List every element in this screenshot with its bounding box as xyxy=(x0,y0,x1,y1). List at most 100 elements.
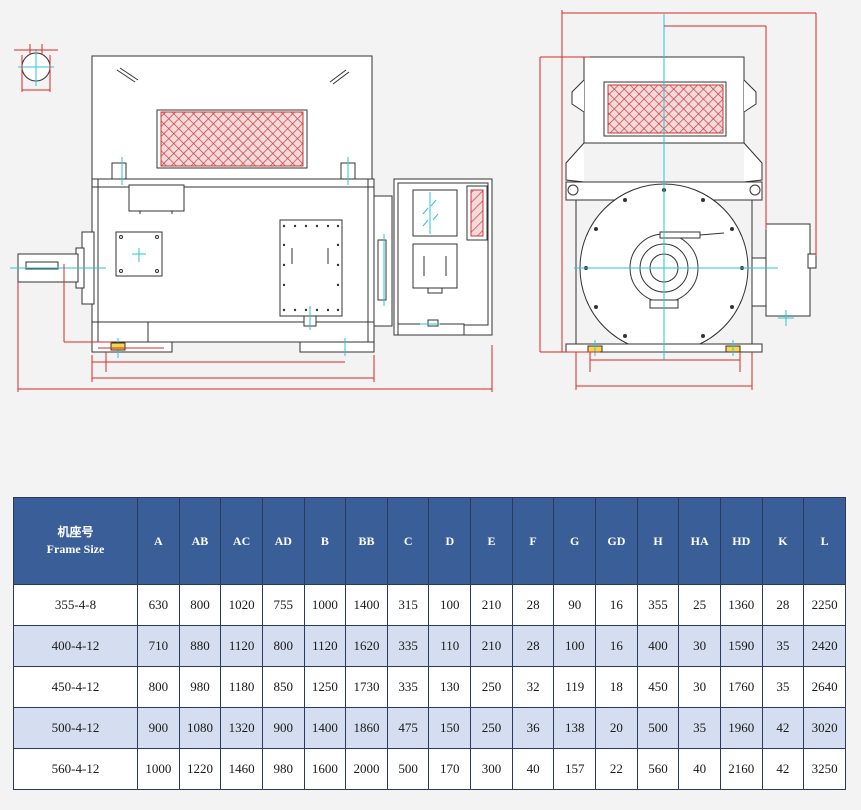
frame-size-header: 机座号 Frame Size xyxy=(13,497,138,585)
dimension-cell: 157 xyxy=(553,748,597,790)
frame-size-cell: 560-4-12 xyxy=(13,748,138,790)
dimension-cell: 1120 xyxy=(220,625,263,667)
dimension-cell: 18 xyxy=(595,666,638,708)
column-header-bb: BB xyxy=(345,497,388,585)
column-header-d: D xyxy=(428,497,472,585)
dimension-cell: 30 xyxy=(678,625,721,667)
dimension-cell: 475 xyxy=(386,707,430,749)
dimension-cell: 32 xyxy=(511,666,555,708)
dimension-cell: 1180 xyxy=(220,666,263,708)
motor-side-view xyxy=(10,55,493,392)
dimension-cell: 138 xyxy=(553,707,597,749)
dimension-cell: 1250 xyxy=(303,666,347,708)
dimension-cell: 1400 xyxy=(303,707,347,749)
column-header-hd: HD xyxy=(719,497,763,585)
dimension-cell: 22 xyxy=(595,748,638,790)
dimension-cell: 1320 xyxy=(220,707,263,749)
dimension-cell: 400 xyxy=(636,625,680,667)
dimension-cell: 980 xyxy=(178,666,222,708)
dimension-cell: 800 xyxy=(178,584,222,626)
dimension-cell: 20 xyxy=(595,707,638,749)
frame-size-header-en: Frame Size xyxy=(46,542,105,556)
dimension-cell: 1020 xyxy=(220,584,263,626)
frame-size-cell: 400-4-12 xyxy=(13,625,138,667)
frame-size-cell: 500-4-12 xyxy=(13,707,138,749)
dimension-cell: 1220 xyxy=(178,748,222,790)
dimension-cell: 500 xyxy=(636,707,680,749)
dimension-cell: 119 xyxy=(553,666,597,708)
dimension-cell: 630 xyxy=(137,584,180,626)
dimension-cell: 1860 xyxy=(345,707,388,749)
dimension-cell: 250 xyxy=(470,666,513,708)
dimension-cell: 560 xyxy=(636,748,680,790)
dimension-cell: 1360 xyxy=(719,584,763,626)
column-header-l: L xyxy=(803,497,846,585)
column-header-ha: HA xyxy=(678,497,721,585)
dimension-cell: 42 xyxy=(761,748,805,790)
column-header-ab: AB xyxy=(178,497,222,585)
dimension-cell: 2420 xyxy=(803,625,846,667)
dimension-cell: 850 xyxy=(261,666,305,708)
dimension-cell: 2250 xyxy=(803,584,846,626)
dimension-cell: 130 xyxy=(428,666,472,708)
dimension-cell: 30 xyxy=(678,666,721,708)
dimension-cell: 880 xyxy=(178,625,222,667)
column-header-f: F xyxy=(511,497,555,585)
dimension-cell: 210 xyxy=(470,625,513,667)
frame-size-cell: 450-4-12 xyxy=(13,666,138,708)
column-header-b: B xyxy=(303,497,347,585)
dimension-cell: 335 xyxy=(386,666,430,708)
column-header-c: C xyxy=(386,497,430,585)
dimension-cell: 800 xyxy=(261,625,305,667)
column-header-e: E xyxy=(470,497,513,585)
dimension-cell: 450 xyxy=(636,666,680,708)
motor-end-view xyxy=(539,10,817,390)
dimension-cell: 1960 xyxy=(719,707,763,749)
dimension-cell: 28 xyxy=(511,584,555,626)
dimension-cell: 710 xyxy=(137,625,180,667)
dimension-cell: 16 xyxy=(595,584,638,626)
dimension-cell: 1620 xyxy=(345,625,388,667)
column-header-k: K xyxy=(761,497,805,585)
frame-size-cell: 355-4-8 xyxy=(13,584,138,626)
dimension-cell: 980 xyxy=(261,748,305,790)
dimension-cell: 1000 xyxy=(137,748,180,790)
dimension-cell: 1600 xyxy=(303,748,347,790)
dimension-cell: 300 xyxy=(470,748,513,790)
column-header-ac: AC xyxy=(220,497,263,585)
dimension-cell: 900 xyxy=(261,707,305,749)
dimension-cell: 800 xyxy=(137,666,180,708)
dimension-cell: 90 xyxy=(553,584,597,626)
dimension-cell: 900 xyxy=(137,707,180,749)
dimension-cell: 35 xyxy=(761,625,805,667)
motor-outline-drawing xyxy=(10,10,817,392)
dimension-cell: 500 xyxy=(386,748,430,790)
dimension-cell: 3250 xyxy=(803,748,846,790)
dimension-cell: 35 xyxy=(761,666,805,708)
dimension-cell: 110 xyxy=(428,625,472,667)
dimension-cell: 755 xyxy=(261,584,305,626)
dimension-cell: 16 xyxy=(595,625,638,667)
dimension-cell: 335 xyxy=(386,625,430,667)
dimension-cell: 355 xyxy=(636,584,680,626)
dimension-cell: 2160 xyxy=(719,748,763,790)
dimension-cell: 28 xyxy=(761,584,805,626)
dimension-cell: 40 xyxy=(511,748,555,790)
column-header-h: H xyxy=(636,497,680,585)
dimension-cell: 1400 xyxy=(345,584,388,626)
dimension-cell: 1120 xyxy=(303,625,347,667)
dimension-cell: 315 xyxy=(386,584,430,626)
dimension-cell: 1460 xyxy=(220,748,263,790)
dimension-cell: 2640 xyxy=(803,666,846,708)
dimension-cell: 100 xyxy=(553,625,597,667)
column-header-a: A xyxy=(137,497,180,585)
dimension-cell: 1730 xyxy=(345,666,388,708)
dimension-cell: 100 xyxy=(428,584,472,626)
